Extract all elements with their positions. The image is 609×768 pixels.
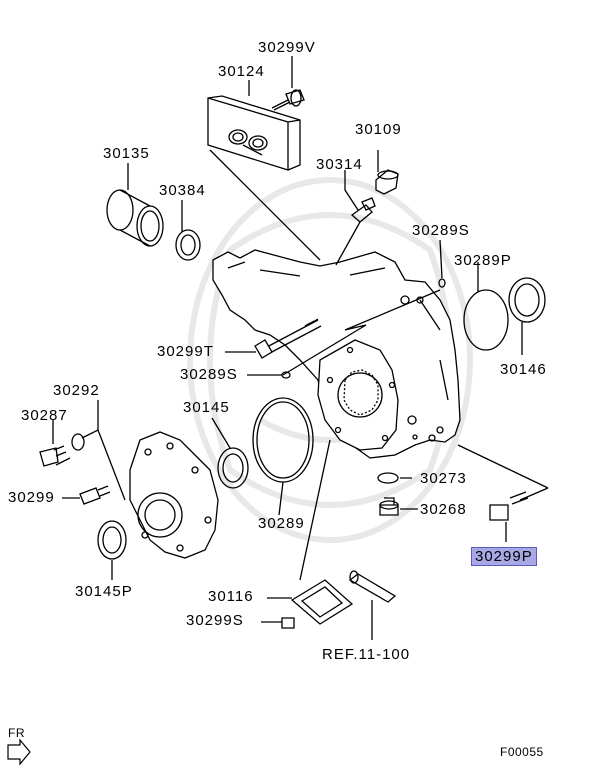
output-flange bbox=[317, 339, 399, 451]
label-30145P: 30145P bbox=[75, 583, 133, 600]
front-marker-label: FR bbox=[8, 726, 25, 740]
washer-30273 bbox=[377, 472, 399, 484]
label-30299S-bottom: 30299S bbox=[186, 612, 244, 629]
label-30109: 30109 bbox=[355, 121, 402, 138]
oring-30289S-top bbox=[438, 278, 446, 288]
label-30116: 30116 bbox=[208, 588, 254, 605]
bolt-30299V bbox=[271, 89, 305, 111]
label-30145: 30145 bbox=[183, 399, 230, 416]
bolt-30299S bbox=[281, 617, 295, 629]
label-30289P: 30289P bbox=[454, 252, 512, 269]
label-30314: 30314 bbox=[316, 156, 363, 173]
seal-30145 bbox=[217, 447, 249, 489]
label-30124: 30124 bbox=[218, 63, 265, 80]
label-30299V: 30299V bbox=[258, 39, 316, 56]
label-ref-11-100: REF.11-100 bbox=[322, 646, 411, 663]
sensor-30314 bbox=[350, 197, 376, 223]
label-30384: 30384 bbox=[159, 182, 206, 199]
sleeve-30135 bbox=[106, 189, 164, 247]
seal-kit-30124 bbox=[207, 95, 301, 171]
leader-lines bbox=[52, 56, 549, 640]
plug-30268 bbox=[379, 497, 399, 516]
figure-code: F00055 bbox=[500, 745, 544, 759]
bolt-30299P bbox=[489, 491, 529, 521]
label-30289: 30289 bbox=[258, 515, 305, 532]
label-30299: 30299 bbox=[8, 489, 55, 506]
washer-30292 bbox=[71, 433, 85, 451]
label-30273: 30273 bbox=[420, 470, 467, 487]
front-arrow-icon bbox=[7, 738, 31, 766]
label-30289S-top: 30289S bbox=[412, 222, 470, 239]
seal-30384 bbox=[175, 229, 201, 261]
plug-30287 bbox=[39, 445, 67, 467]
label-30287: 30287 bbox=[21, 407, 68, 424]
label-30146: 30146 bbox=[500, 361, 547, 378]
rear-cover bbox=[129, 431, 219, 559]
bolt-30299T bbox=[254, 318, 322, 359]
label-30292: 30292 bbox=[53, 382, 100, 399]
ref-part-11-100 bbox=[348, 570, 397, 603]
seal-30145P bbox=[97, 520, 127, 560]
seal-30146 bbox=[508, 277, 546, 323]
label-30299T: 30299T bbox=[157, 343, 214, 360]
cover-plate-30116 bbox=[290, 579, 354, 625]
label-30289S-mid: 30289S bbox=[180, 366, 238, 383]
bolt-30299 bbox=[79, 485, 111, 505]
label-30299P-highlighted[interactable]: 30299P bbox=[471, 547, 537, 566]
label-30268: 30268 bbox=[420, 501, 467, 518]
label-30135: 30135 bbox=[103, 145, 150, 162]
oring-30289P bbox=[463, 289, 509, 351]
plug-30109 bbox=[375, 169, 399, 195]
